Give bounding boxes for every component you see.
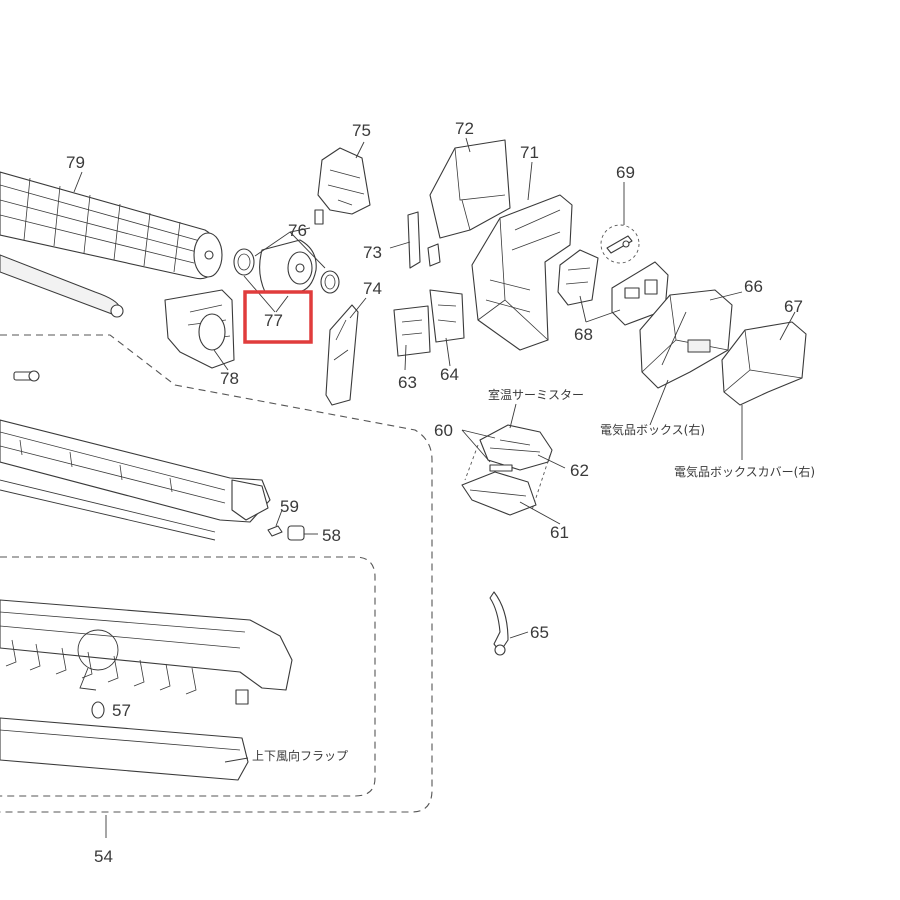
label-63: 63: [398, 373, 417, 392]
part-65-clip: [489, 591, 509, 656]
label-64: 64: [440, 365, 459, 384]
part-75-bracket: [314, 147, 371, 225]
label-72: 72: [455, 119, 474, 138]
screw-left: [13, 370, 40, 382]
label-60: 60: [434, 421, 453, 440]
lower-frame: [0, 419, 271, 541]
felt-strip: [0, 254, 124, 318]
leader-lines: [73, 137, 796, 838]
label-58: 58: [322, 526, 341, 545]
label-electrical-box-cover-right: 電気品ボックスカバー(右): [674, 464, 815, 479]
part-63-plate: [393, 305, 431, 357]
label-61: 61: [550, 523, 569, 542]
louver-assembly: [0, 599, 293, 719]
label-76: 76: [288, 221, 307, 240]
label-69: 69: [616, 163, 635, 182]
vertical-flap: [0, 717, 249, 781]
group-54-outline: [0, 334, 433, 813]
part-72-cover: [429, 139, 511, 239]
label-73: 73: [363, 243, 382, 262]
label-75: 75: [352, 121, 371, 140]
highlight-box-77: [243, 290, 313, 344]
label-71: 71: [520, 143, 539, 162]
part-76-77-fan-motor: [233, 227, 340, 313]
part-60-62-thermistor-holder: [461, 424, 553, 516]
label-79: 79: [66, 153, 85, 172]
part-59-screw: [267, 525, 283, 537]
part-69-fuse: [600, 224, 640, 264]
label-74: 74: [363, 279, 382, 298]
label-78: 78: [220, 369, 239, 388]
part-64-plate: [429, 289, 465, 343]
label-66: 66: [744, 277, 763, 296]
part-73-bracket: [407, 211, 441, 269]
label-vertical-flap: 上下風向フラップ: [252, 748, 348, 763]
part-67-box-cover: [721, 321, 807, 406]
part-79-crossflow-fan: [0, 171, 223, 280]
label-67: 67: [784, 297, 803, 316]
label-room-temp-thermistor: 室温サーミスター: [488, 387, 584, 402]
part-71-control-box: [471, 194, 573, 351]
label-68: 68: [574, 325, 593, 344]
part-58-cap: [287, 525, 305, 541]
part-74-plate: [325, 304, 359, 406]
part-78-bearing-bracket: [164, 289, 235, 369]
label-electrical-box-right: 電気品ボックス(右): [600, 422, 705, 437]
label-65: 65: [530, 623, 549, 642]
label-54: 54: [94, 847, 113, 866]
label-77: 77: [264, 311, 283, 330]
label-57: 57: [112, 701, 131, 720]
flap-group-outline: [0, 556, 376, 797]
part-68-pcb: [557, 249, 599, 306]
label-59: 59: [280, 497, 299, 516]
label-62: 62: [570, 461, 589, 480]
